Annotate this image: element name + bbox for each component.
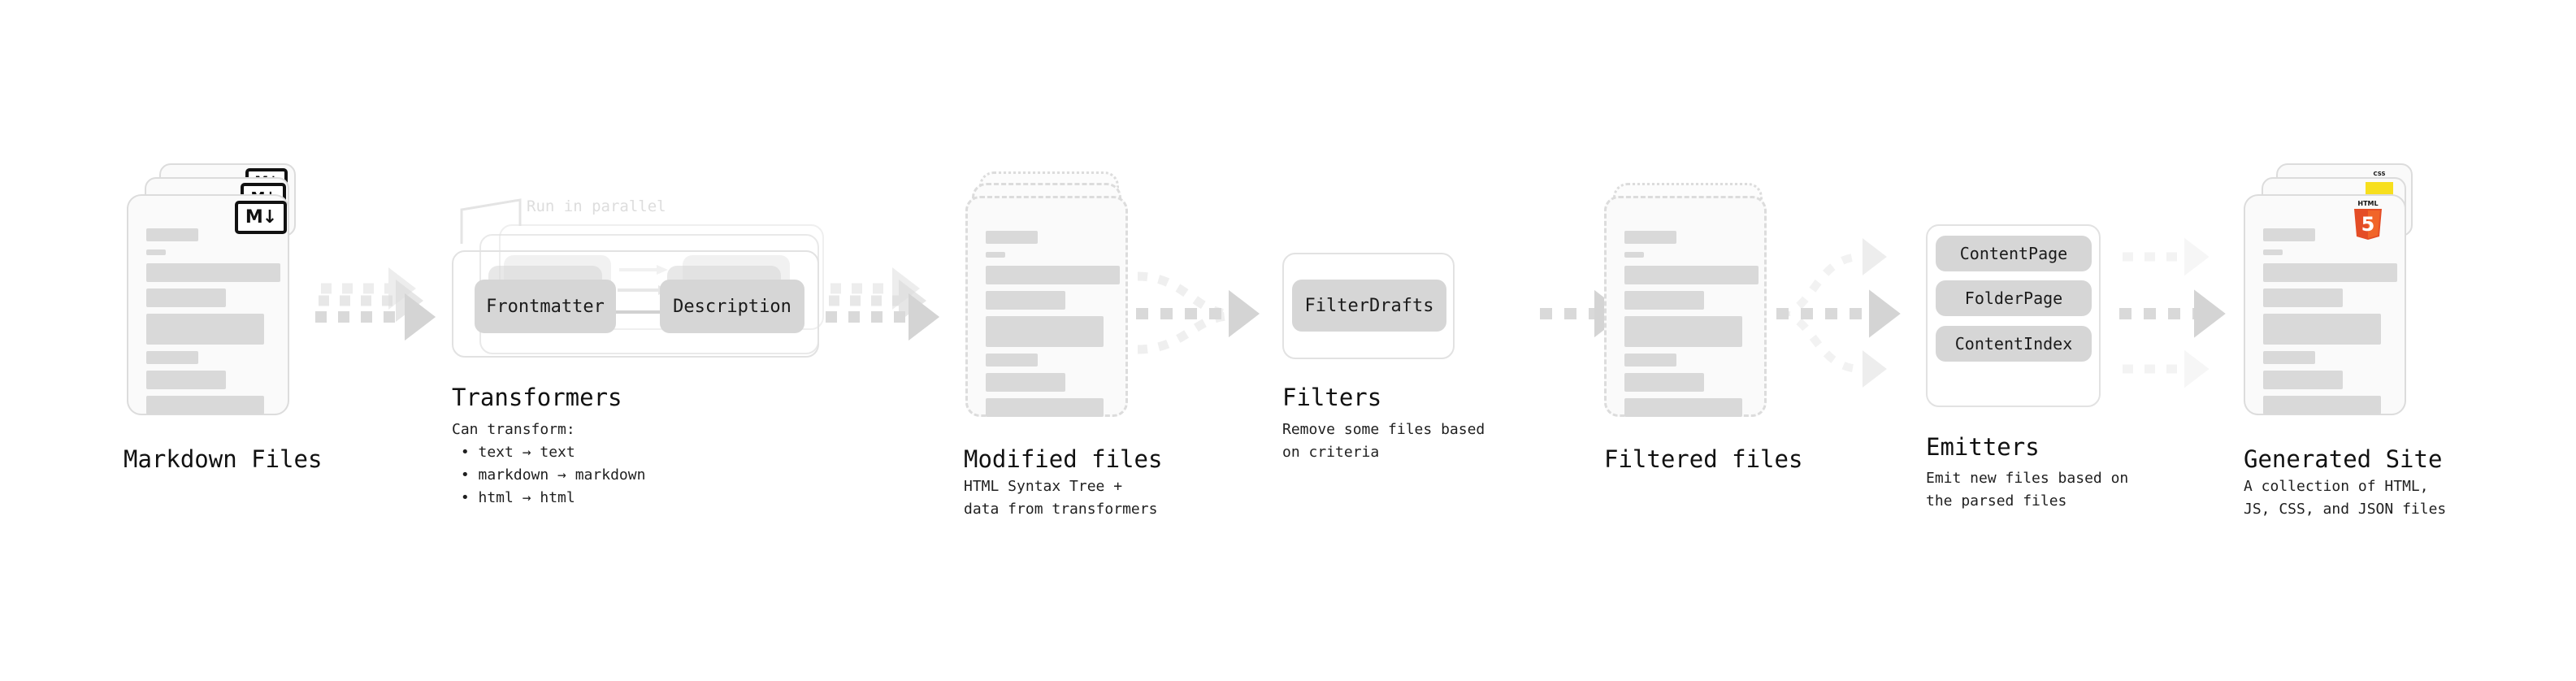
arrow-emitters-to-site [2119, 237, 2226, 388]
content-bar [986, 291, 1065, 310]
content-bar [1624, 231, 1676, 244]
arrow-transformers-to-modified [826, 267, 940, 341]
chip-folderpage[interactable]: FolderPage [1936, 280, 2092, 316]
content-bar [986, 266, 1120, 284]
content-bar [146, 371, 226, 389]
content-bar [146, 314, 264, 345]
chip-frontmatter[interactable]: Frontmatter [475, 280, 616, 333]
content-bar [986, 398, 1104, 417]
generated-site-title: Generated Site [2244, 445, 2443, 473]
modified-files-subtitle: HTML Syntax Tree + data from transformer… [964, 478, 1158, 518]
content-bar [1624, 291, 1704, 310]
site-card-front [2244, 194, 2406, 415]
arrow-filtered-to-emitters [1776, 238, 1901, 388]
transformer-group-front [452, 250, 819, 358]
transformers-title: Transformers [452, 384, 622, 411]
modified-card-front [965, 196, 1128, 417]
content-bar [146, 228, 198, 241]
content-bar [146, 263, 280, 282]
chip-filterdrafts[interactable]: FilterDrafts [1292, 280, 1446, 332]
content-bar [2263, 314, 2381, 345]
content-bar [146, 396, 264, 414]
content-bar [1624, 373, 1704, 392]
chip-contentpage[interactable]: ContentPage [1936, 236, 2092, 271]
run-in-parallel-note: Run in parallel [527, 197, 666, 215]
content-bar [2263, 249, 2283, 255]
content-bar [2263, 288, 2343, 307]
content-bar [2263, 228, 2315, 241]
transformers-subtitle: Can transform: • text → text • markdown … [452, 421, 646, 506]
filters-title: Filters [1282, 384, 1382, 411]
modified-files-title: Modified files [964, 445, 1163, 473]
arrow-modified-to-filters [1136, 271, 1260, 354]
content-bar [986, 252, 1005, 258]
markdown-files-title: Markdown Files [124, 445, 323, 473]
content-bar [986, 373, 1065, 392]
filters-subtitle: Remove some files based on criteria [1282, 421, 1485, 461]
filtered-card-front [1604, 196, 1767, 417]
emitters-group [1926, 224, 2101, 407]
content-bar [2263, 263, 2397, 282]
html5-icon: HTML 5 [2349, 198, 2387, 241]
content-bar [1624, 316, 1742, 347]
content-bar [1624, 398, 1742, 417]
content-bar [986, 354, 1038, 367]
emitters-title: Emitters [1926, 433, 2040, 461]
content-bar [986, 316, 1104, 347]
content-bar [2263, 371, 2343, 389]
chip-contentindex[interactable]: ContentIndex [1936, 326, 2092, 362]
filters-group [1282, 253, 1455, 359]
svg-text:HTML: HTML [2357, 200, 2378, 207]
content-bar [1624, 266, 1759, 284]
content-bar [2263, 396, 2381, 414]
content-bar [986, 231, 1038, 244]
markdown-icon: M↓ [235, 201, 287, 234]
content-bar [1624, 252, 1644, 258]
content-bar [146, 288, 226, 307]
chip-description[interactable]: Description [660, 280, 804, 333]
emitters-subtitle: Emit new files based on the parsed files [1926, 470, 2129, 510]
content-bar [2263, 351, 2315, 364]
arrow-markdown-to-transformers [315, 267, 436, 341]
generated-site-subtitle: A collection of HTML, JS, CSS, and JSON … [2244, 478, 2447, 518]
filtered-files-title: Filtered files [1604, 445, 1803, 473]
content-bar [1624, 354, 1676, 367]
content-bar [146, 351, 198, 364]
svg-text:5: 5 [2361, 213, 2375, 236]
content-bar [146, 249, 166, 255]
